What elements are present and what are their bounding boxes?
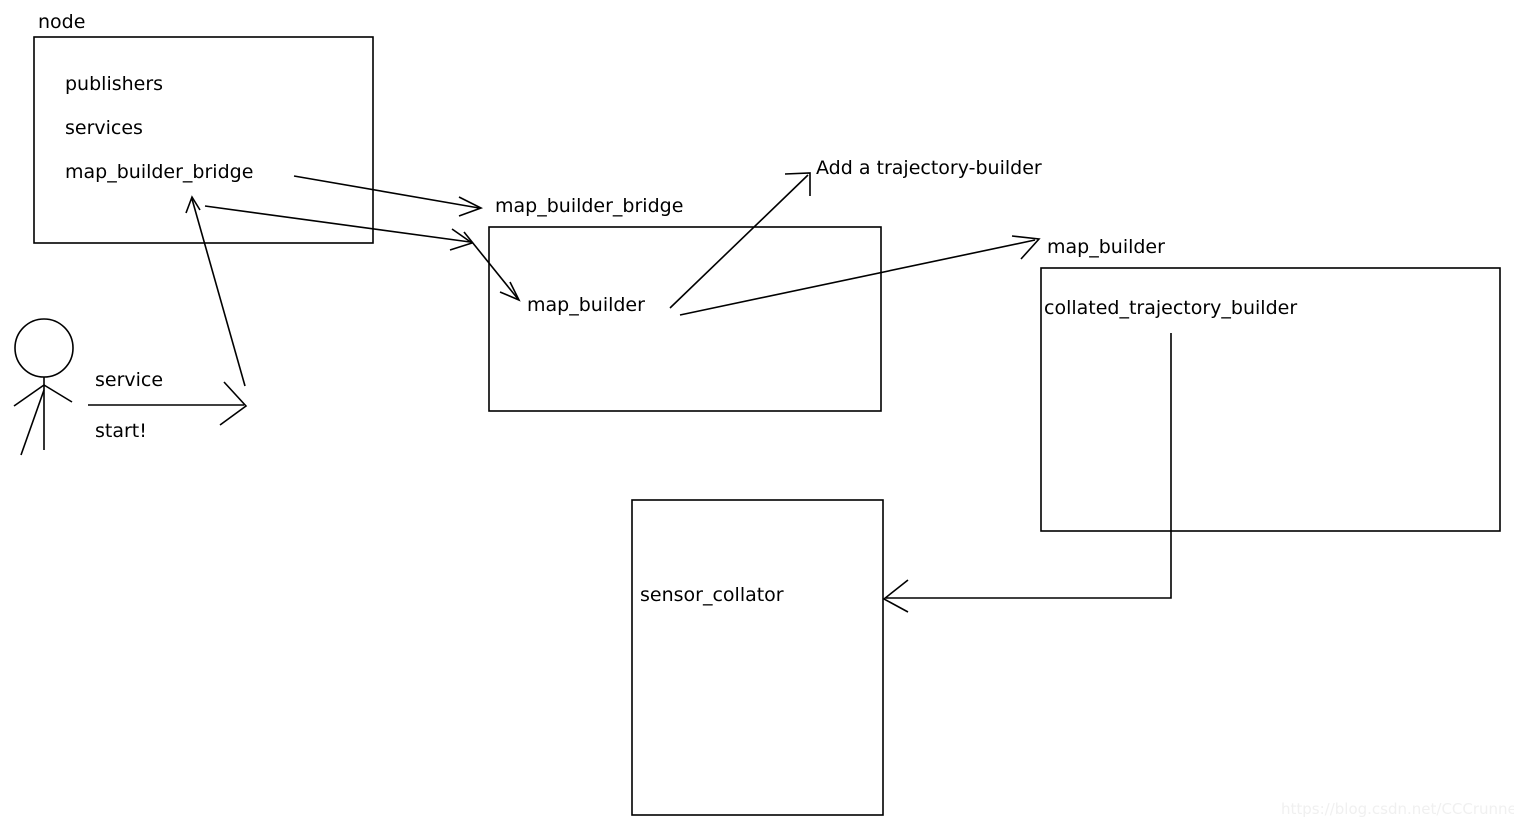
sensor-collator-box: [631, 499, 884, 816]
map-builder-bridge-box: [488, 226, 882, 412]
add-trajectory-builder-arrow: [669, 172, 811, 309]
map-builder-item-collated-trajectory-builder: collated_trajectory_builder: [1044, 297, 1298, 319]
collated-to-sensor-collator-arrow: [882, 333, 1172, 613]
map-builder-box: [1040, 267, 1501, 532]
map-builder-bridge-box-label: map_builder_bridge: [495, 195, 684, 217]
node-to-map-builder-bridge-arrow: [293, 175, 484, 217]
node-to-map-builder-arrow: [463, 231, 521, 302]
user-stick-figure: [13, 318, 74, 456]
start-label: start!: [95, 420, 147, 442]
node-item-publishers: publishers: [65, 73, 164, 95]
add-trajectory-builder-annotation: Add a trajectory-builder: [816, 157, 1042, 179]
map-builder-to-map-builder-box-arrow: [679, 235, 1041, 316]
service-label: service: [95, 369, 164, 391]
sensor-collator-label: sensor_collator: [640, 584, 784, 606]
service-start-arrow: [88, 381, 248, 426]
node-item-services: services: [65, 117, 143, 139]
user-to-node-arrow: [185, 195, 246, 387]
node-box: [33, 36, 374, 244]
map-builder-bridge-item-map-builder: map_builder: [527, 294, 645, 316]
map-builder-box-label: map_builder: [1047, 236, 1165, 258]
node-item-map-builder-bridge: map_builder_bridge: [65, 161, 254, 183]
page-title: node: [38, 11, 86, 33]
watermark: https://blog.csdn.net/CCCrunner: [1281, 800, 1514, 818]
